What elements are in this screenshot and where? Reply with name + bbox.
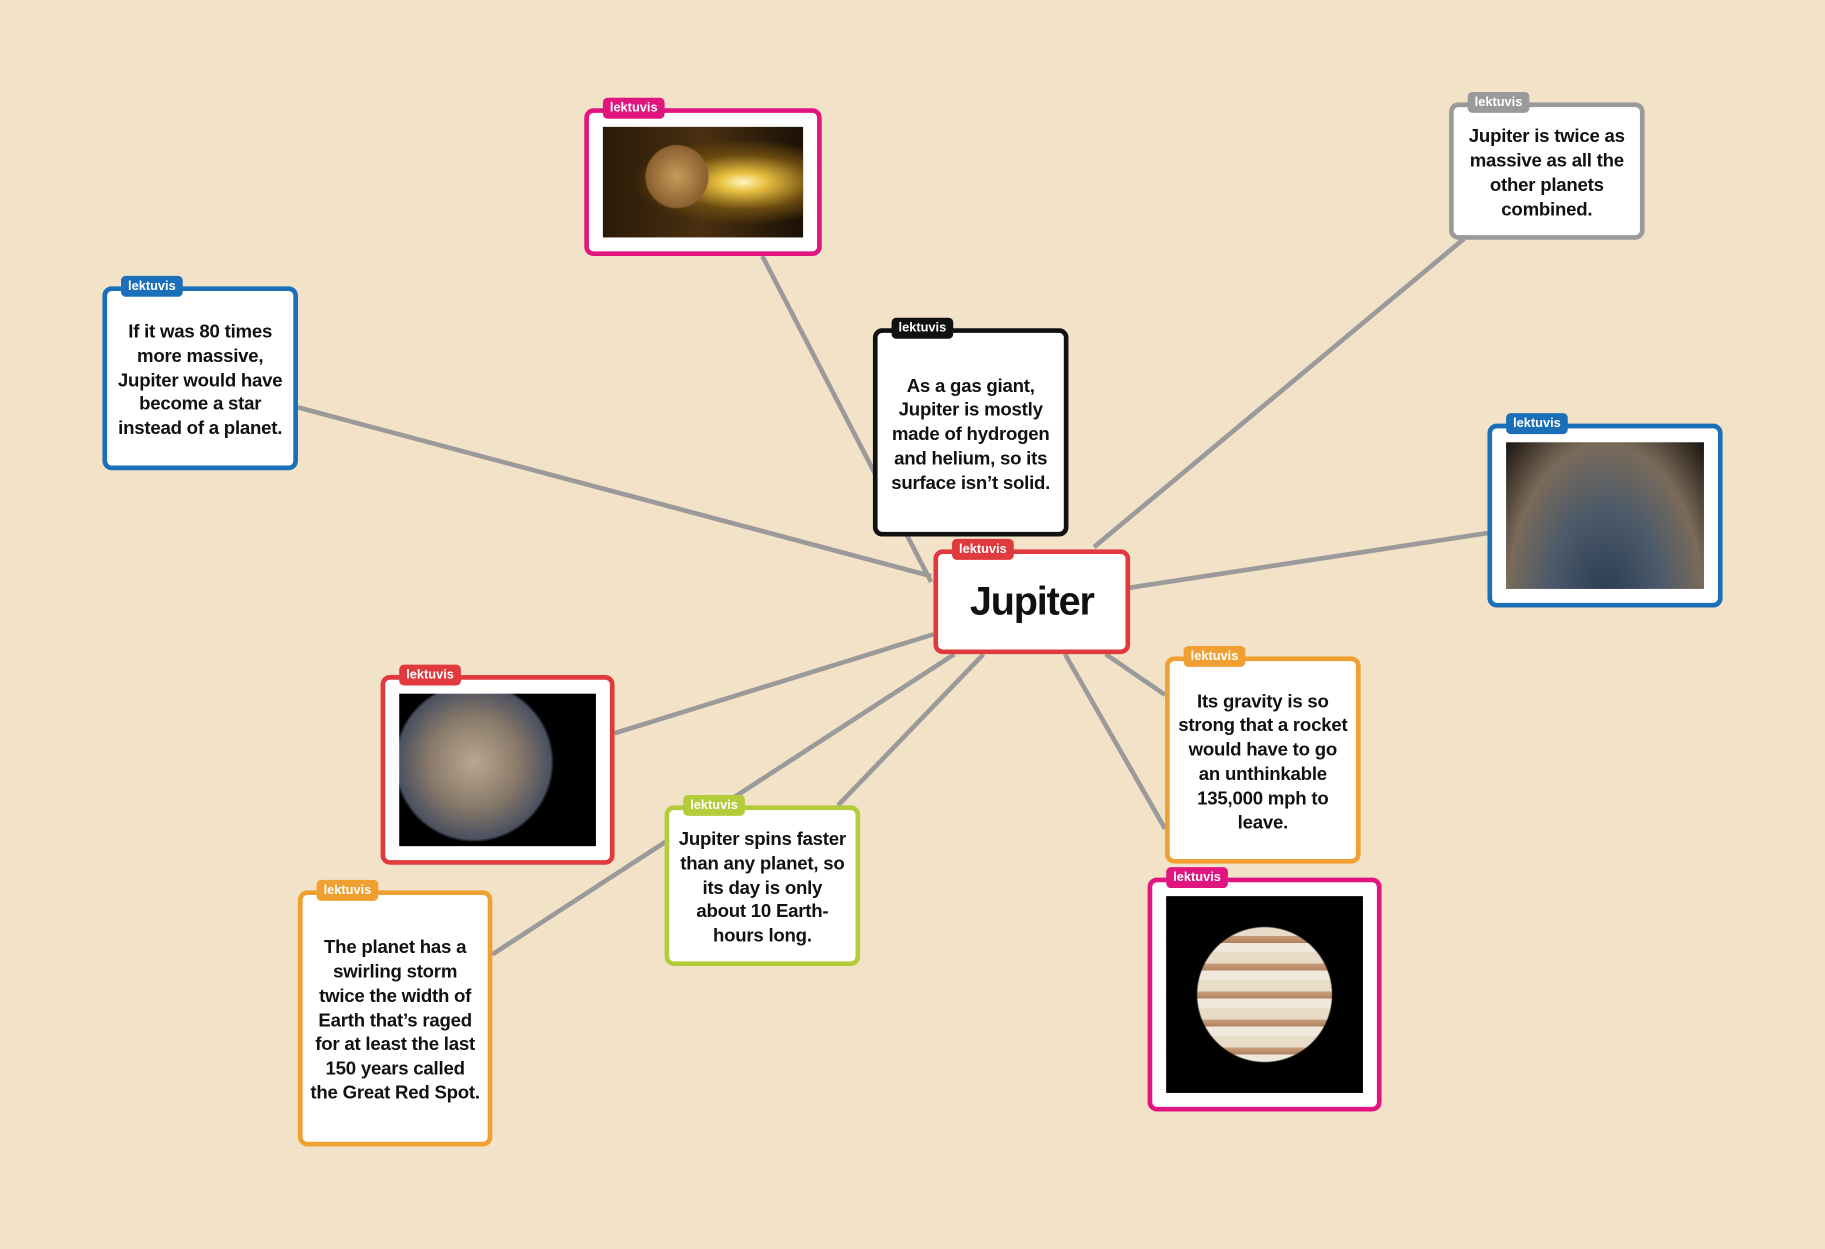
connector-line: [1128, 530, 1488, 591]
fact-text: As a gas giant, Jupiter is mostly made o…: [891, 376, 1051, 494]
image-card-juno[interactable]: lektuvis: [380, 664, 615, 865]
fact-card-star[interactable]: lektuvis If it was 80 times more massive…: [102, 275, 298, 471]
fact-card-gravity[interactable]: lektuvis Its gravity is so strong that a…: [1165, 645, 1361, 864]
node-tag: lektuvis: [399, 664, 461, 686]
fact-card-spin[interactable]: lektuvis Jupiter spins faster than any p…: [664, 794, 861, 967]
node-tag: lektuvis: [1183, 645, 1246, 667]
central-node-jupiter[interactable]: lektuvis Jupiter: [933, 538, 1131, 655]
fact-card-massive[interactable]: lektuvis Jupiter is twice as massive as …: [1449, 91, 1645, 240]
node-tag: lektuvis: [602, 97, 665, 119]
node-tag: lektuvis: [891, 317, 954, 339]
jupiter-full-image: [1166, 896, 1363, 1093]
node-tag: lektuvis: [1166, 867, 1228, 889]
juno-spacecraft-image: [399, 693, 596, 847]
fact-text: Jupiter spins faster than any planet, so…: [678, 829, 846, 947]
node-tag: lektuvis: [1506, 413, 1568, 435]
node-tag: lektuvis: [121, 275, 183, 297]
fact-card-gas[interactable]: lektuvis As a gas giant, Jupiter is most…: [872, 317, 1069, 537]
fact-text: If it was 80 times more massive, Jupiter…: [117, 322, 283, 440]
image-card-jupiter-flare[interactable]: lektuvis: [584, 97, 822, 257]
image-card-jupiter-pole[interactable]: lektuvis: [1487, 413, 1723, 608]
connector-line: [1092, 236, 1466, 549]
node-tag: lektuvis: [683, 794, 745, 816]
node-tag: lektuvis: [1467, 91, 1530, 113]
fact-text: The planet has a swirling storm twice th…: [310, 938, 480, 1104]
node-tag: lektuvis: [316, 879, 379, 901]
jupiter-pole-image: [1506, 442, 1704, 589]
connector-line: [1062, 652, 1168, 830]
connector-line: [297, 405, 932, 579]
fact-card-storm[interactable]: lektuvis The planet has a swirling storm…: [297, 879, 493, 1147]
jupiter-flare-image: [602, 126, 804, 238]
fact-text: Its gravity is so strong that a rocket w…: [1178, 692, 1348, 833]
connector-line: [1104, 652, 1167, 697]
node-tag: lektuvis: [952, 538, 1014, 560]
central-title: Jupiter: [969, 579, 1095, 624]
connector-line: [836, 652, 986, 808]
image-card-jupiter-full[interactable]: lektuvis: [1147, 867, 1382, 1112]
fact-text: Jupiter is twice as massive as all the o…: [1468, 127, 1625, 220]
connector-line: [613, 632, 935, 736]
